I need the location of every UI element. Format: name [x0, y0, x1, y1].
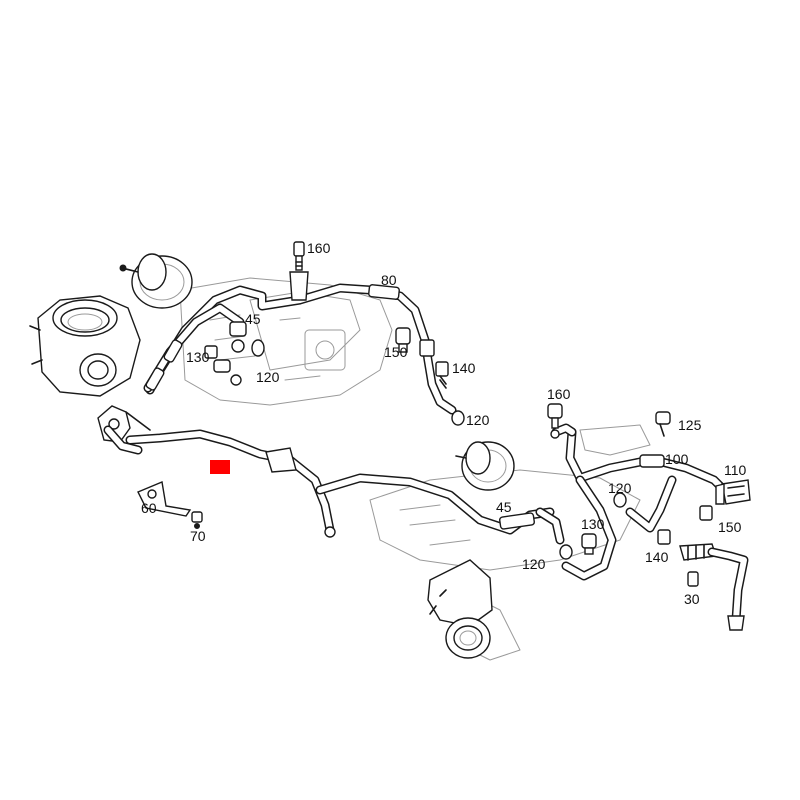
bolt-160-mid: [547, 403, 563, 439]
callout-120-mid: 120: [608, 480, 632, 496]
bolt-70: [191, 511, 203, 529]
callout-160-top: 160: [307, 240, 331, 256]
bolt-150-left: [395, 327, 411, 353]
highlight-marker: [210, 460, 230, 474]
bracket-110: [715, 479, 751, 505]
callout-160-mid: 160: [547, 386, 571, 402]
banjo-bolt-160-top: [289, 241, 309, 301]
oil-return-line-right: [535, 475, 677, 581]
callout-140-left: 140: [452, 360, 476, 376]
seal-ring-120-bottom: [559, 544, 573, 560]
callout-70: 70: [190, 528, 206, 544]
callout-120-bottom: 120: [522, 556, 546, 572]
clamp-125: [655, 411, 671, 437]
bolt-150-right: [699, 505, 713, 521]
callout-120-top: 120: [466, 412, 490, 428]
callout-130-right: 130: [581, 516, 605, 532]
seal-ring-120-mid: [613, 492, 627, 508]
callout-100: 100: [665, 451, 689, 467]
callout-120-left: 120: [256, 369, 280, 385]
callout-140-right: 140: [645, 549, 669, 565]
long-transfer-line: [315, 473, 555, 535]
callout-45-left: 45: [245, 311, 261, 327]
callout-150-left: 150: [384, 344, 408, 360]
callout-130-left: 130: [186, 349, 210, 365]
seal-ring-120-left: [251, 339, 265, 357]
union-fitting-130-left: [204, 345, 242, 386]
turbocharger-left: [29, 253, 193, 443]
oil-feed-line-80: [145, 283, 457, 415]
drain-pipe-right: [707, 547, 749, 631]
callout-30: 30: [684, 591, 700, 607]
bolt-140-right: [657, 529, 671, 545]
oil-return-line-left: [103, 425, 336, 538]
callout-125: 125: [678, 417, 702, 433]
bolt-140-left: [435, 361, 449, 389]
bolt-130-right: [581, 533, 597, 555]
callout-110: 110: [724, 462, 747, 478]
callout-150-right: 150: [718, 519, 742, 535]
callout-60: 60: [141, 500, 157, 516]
oil-feed-line-100: [551, 423, 729, 495]
coolant-line-130-left: [143, 303, 245, 393]
union-fitting-45-left: [229, 321, 247, 353]
turbocharger-right: [427, 441, 515, 659]
seal-ring-120-top: [451, 410, 465, 426]
callout-80: 80: [381, 272, 397, 288]
bracket-60: [137, 481, 192, 517]
callout-45-right: 45: [496, 499, 512, 515]
